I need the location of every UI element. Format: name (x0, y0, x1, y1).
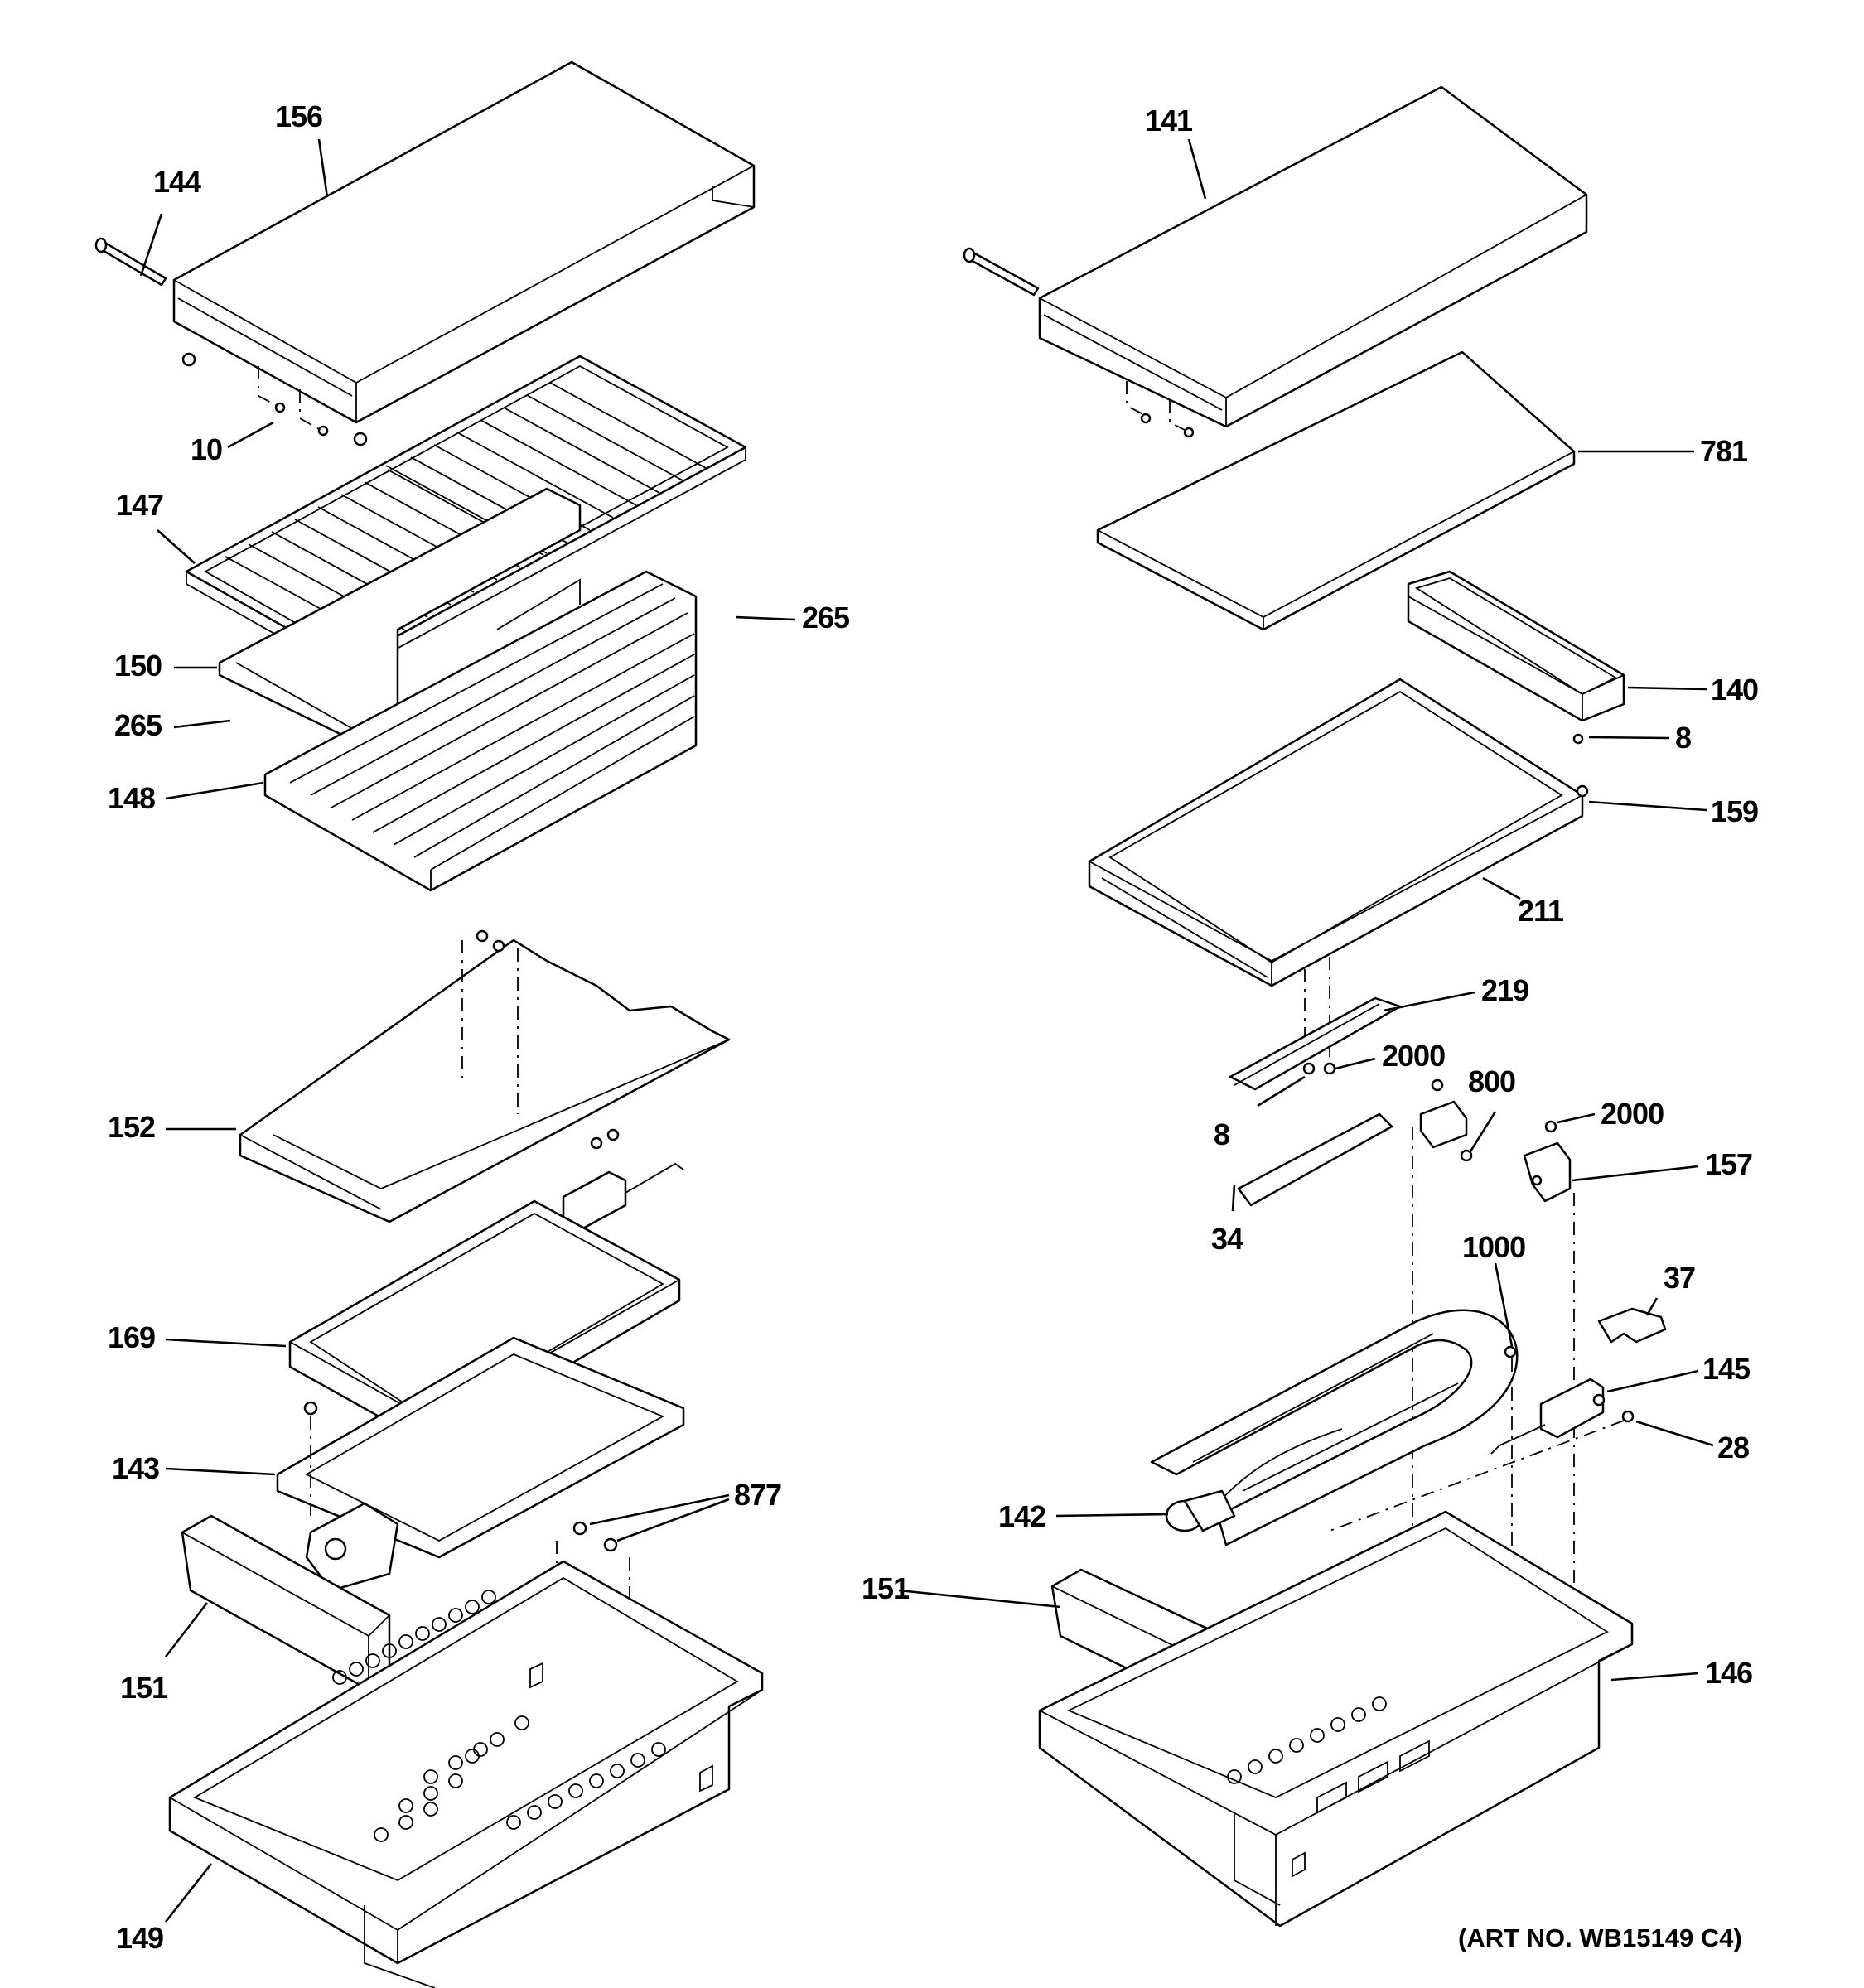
part-rod-right (963, 247, 1040, 297)
label-144: 144 (153, 165, 201, 199)
part-781-plate (1096, 350, 1576, 631)
label-8-top: 8 (1675, 721, 1691, 755)
label-219: 219 (1481, 973, 1528, 1007)
label-142: 142 (998, 1499, 1045, 1533)
part-143-pan (276, 1336, 685, 1592)
part-10-screws (181, 352, 368, 446)
label-265-bottom: 265 (114, 708, 162, 742)
label-800: 800 (1468, 1064, 1515, 1098)
label-141: 141 (1145, 104, 1193, 138)
label-2000-left: 2000 (1382, 1039, 1445, 1073)
label-265-top: 265 (802, 601, 850, 635)
part-149-box (168, 1560, 764, 1988)
label-145: 145 (1702, 1352, 1751, 1386)
part-34-channel (1237, 1112, 1393, 1207)
art-number-caption: (ART NO. WB15149 C4) (1458, 1923, 1742, 1952)
part-141-cover (1038, 85, 1588, 428)
label-156: 156 (275, 99, 322, 133)
part-igniter-left (562, 1128, 684, 1232)
part-37-clip (1597, 1307, 1667, 1344)
screw-left (303, 1401, 318, 1416)
label-152: 152 (108, 1110, 155, 1144)
part-burner-tube (1150, 1309, 1519, 1546)
label-8-bottom: 8 (1214, 1117, 1229, 1151)
part-150-frame (218, 487, 582, 770)
label-140: 140 (1711, 673, 1758, 707)
label-2000-right: 2000 (1601, 1097, 1664, 1131)
label-149: 149 (116, 1921, 163, 1955)
part-211-pan (1088, 678, 1589, 987)
label-10: 10 (191, 432, 222, 466)
label-34: 34 (1211, 1222, 1243, 1256)
label-211: 211 (1518, 894, 1564, 928)
label-1000: 1000 (1462, 1230, 1525, 1264)
part-147-grate (185, 355, 747, 677)
part-152-shield (239, 929, 731, 1223)
label-150: 150 (114, 649, 162, 683)
part-146-box (1038, 1510, 1634, 1928)
screw-8b (1302, 1062, 1316, 1075)
part-145-igniter (1325, 1345, 1635, 1582)
label-147: 147 (116, 488, 163, 522)
screws-right-top (1126, 381, 1195, 438)
label-37: 37 (1664, 1261, 1695, 1295)
label-877: 877 (734, 1478, 781, 1512)
label-151-right: 151 (862, 1571, 910, 1605)
screw-2000a (1323, 1062, 1336, 1075)
part-144-rod (94, 237, 167, 287)
part-156-cover (172, 60, 756, 424)
label-151-left: 151 (120, 1671, 168, 1705)
label-157: 157 (1705, 1147, 1752, 1181)
leader-lines (139, 138, 1714, 1923)
label-146: 146 (1705, 1656, 1752, 1690)
label-148: 148 (108, 781, 155, 815)
label-169: 169 (108, 1320, 155, 1354)
part-219-bracket (1229, 996, 1402, 1091)
part-140-tray (1407, 570, 1625, 722)
callout-labels: 156 144 10 147 265 150 265 148 152 169 1… (108, 99, 1759, 1955)
label-143: 143 (112, 1451, 159, 1485)
label-159: 159 (1711, 794, 1758, 828)
part-148-radiant (263, 570, 698, 892)
label-28: 28 (1717, 1431, 1749, 1464)
label-781: 781 (1700, 434, 1748, 468)
